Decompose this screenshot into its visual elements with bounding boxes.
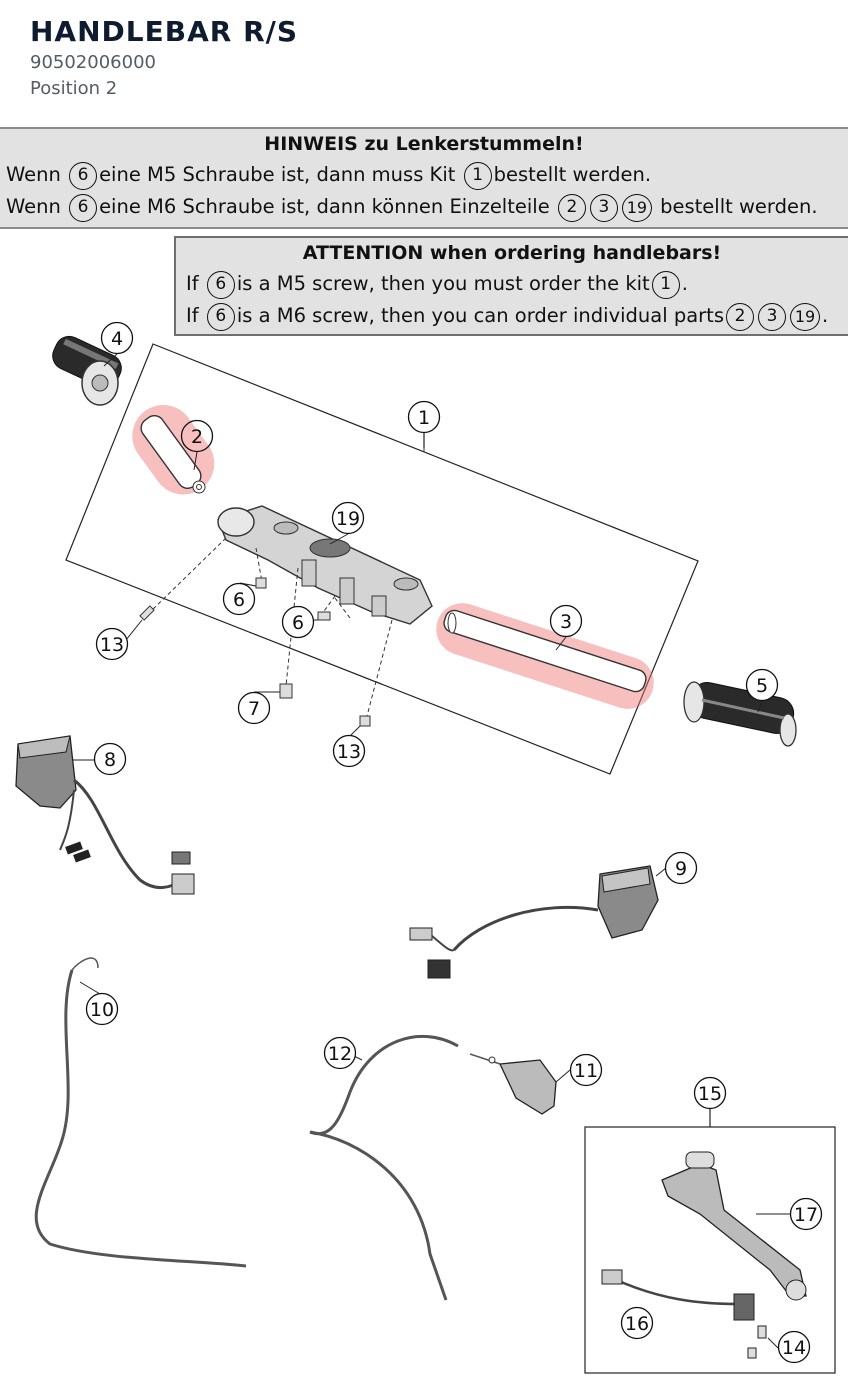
- part-number: 90502006000: [30, 52, 156, 73]
- svg-text:13: 13: [337, 741, 361, 763]
- ref-badge[interactable]: 6: [206, 302, 235, 331]
- cable-part-10: [34, 957, 247, 1268]
- callout-7[interactable]: 7: [237, 691, 271, 725]
- cable-part-12: [309, 1034, 459, 1301]
- ref-badge[interactable]: 6: [69, 161, 98, 190]
- callout-3[interactable]: 3: [549, 604, 583, 638]
- screws-and-guide-lines: [139, 448, 425, 727]
- right-grip-part-5: [683, 681, 797, 747]
- callout-19[interactable]: 19: [331, 501, 365, 535]
- callout-9[interactable]: 9: [664, 851, 698, 885]
- text: eine M5 Schraube ist, dann muss Kit: [99, 163, 456, 186]
- svg-text:15: 15: [698, 1083, 722, 1105]
- svg-text:11: 11: [574, 1060, 598, 1082]
- leader-lines: [72, 353, 790, 1349]
- callout-17[interactable]: 17: [789, 1197, 823, 1231]
- svg-text:6: 6: [233, 589, 245, 611]
- svg-text:4: 4: [111, 328, 123, 350]
- svg-text:3: 3: [560, 611, 572, 633]
- callout-1[interactable]: 1: [407, 400, 441, 434]
- text: If: [186, 272, 199, 295]
- page-header: HANDLEBAR R/S 90502006000 Position 2: [30, 14, 298, 102]
- text: bestellt werden.: [660, 195, 818, 218]
- text: .: [822, 304, 829, 327]
- page-title: HANDLEBAR R/S: [30, 15, 299, 48]
- callout-10[interactable]: 10: [85, 992, 119, 1026]
- callout-16[interactable]: 16: [620, 1306, 654, 1340]
- svg-text:10: 10: [90, 999, 114, 1021]
- ref-badge[interactable]: 3: [758, 302, 786, 331]
- kit-1-outline: [65, 343, 699, 775]
- ref-badge[interactable]: 1: [463, 161, 492, 190]
- text: Wenn: [6, 163, 61, 186]
- text: Wenn: [6, 195, 61, 218]
- svg-text:5: 5: [756, 675, 768, 697]
- svg-text:6: 6: [292, 612, 304, 634]
- ref-badge[interactable]: 2: [557, 193, 586, 222]
- ref-badge[interactable]: 6: [206, 270, 235, 299]
- callout-6[interactable]: 6: [281, 605, 315, 639]
- callout-4[interactable]: 4: [100, 321, 134, 355]
- callout-5[interactable]: 5: [745, 668, 779, 702]
- notice-german-title: HINWEIS zu Lenkerstummeln!: [264, 133, 584, 155]
- ref-badge[interactable]: 6: [69, 193, 98, 222]
- svg-text:13: 13: [100, 634, 124, 656]
- notice-english: ATTENTION when ordering handlebars! If 6…: [174, 236, 848, 336]
- callouts: 1 2 3 4 5 6 6 7 8 9 10 11 12 13 13 14 15…: [85, 321, 823, 1364]
- callout-8[interactable]: 8: [93, 742, 127, 776]
- svg-text:17: 17: [794, 1204, 818, 1226]
- callout-15[interactable]: 15: [693, 1076, 727, 1110]
- svg-text:2: 2: [191, 426, 203, 448]
- callout-13[interactable]: 13: [95, 627, 129, 661]
- callout-12[interactable]: 12: [323, 1036, 357, 1070]
- ref-badge[interactable]: 2: [726, 302, 754, 331]
- svg-text:16: 16: [625, 1313, 649, 1335]
- right-switch-part-9: [409, 865, 659, 979]
- left-switch-part-8: [15, 735, 195, 895]
- svg-text:9: 9: [675, 858, 687, 880]
- svg-text:14: 14: [782, 1337, 806, 1359]
- callout-11[interactable]: 11: [569, 1053, 603, 1087]
- screw-part-14: [747, 1325, 767, 1359]
- text: If: [186, 304, 199, 327]
- callout-14[interactable]: 14: [777, 1330, 811, 1364]
- text: is a M5 screw, then you must order the k…: [236, 272, 650, 295]
- text: is a M6 screw, then you can order indivi…: [236, 304, 724, 327]
- text: bestellt werden.: [493, 163, 652, 186]
- svg-text:12: 12: [328, 1043, 352, 1065]
- svg-text:19: 19: [336, 508, 360, 530]
- handlebar-tube-part-3: [443, 609, 647, 693]
- callout-2[interactable]: 2: [180, 419, 214, 453]
- position-label: Position 2: [30, 78, 118, 99]
- ref-badge[interactable]: 1: [651, 270, 680, 299]
- clutch-lever-part-17: [661, 1151, 807, 1301]
- ref-badge[interactable]: 3: [589, 193, 618, 222]
- callout-6[interactable]: 6: [222, 582, 256, 616]
- callout-13[interactable]: 13: [332, 734, 366, 768]
- notice-english-title: ATTENTION when ordering handlebars!: [302, 242, 722, 264]
- clutch-switch-part-16: [601, 1269, 755, 1321]
- ref-badge[interactable]: 19: [790, 302, 820, 331]
- svg-text:7: 7: [248, 698, 260, 720]
- svg-text:1: 1: [418, 407, 430, 429]
- text: .: [681, 272, 688, 295]
- text: eine M6 Schraube ist, dann können Einzel…: [99, 195, 550, 218]
- left-grip-part-4: [52, 335, 122, 406]
- ref-badge[interactable]: 19: [621, 193, 652, 222]
- svg-text:8: 8: [104, 749, 116, 771]
- bar-end-tube-part-2: [140, 415, 206, 494]
- lever-cap-part-11: [469, 1053, 557, 1115]
- handlebar-clamp-part-19: [217, 505, 433, 625]
